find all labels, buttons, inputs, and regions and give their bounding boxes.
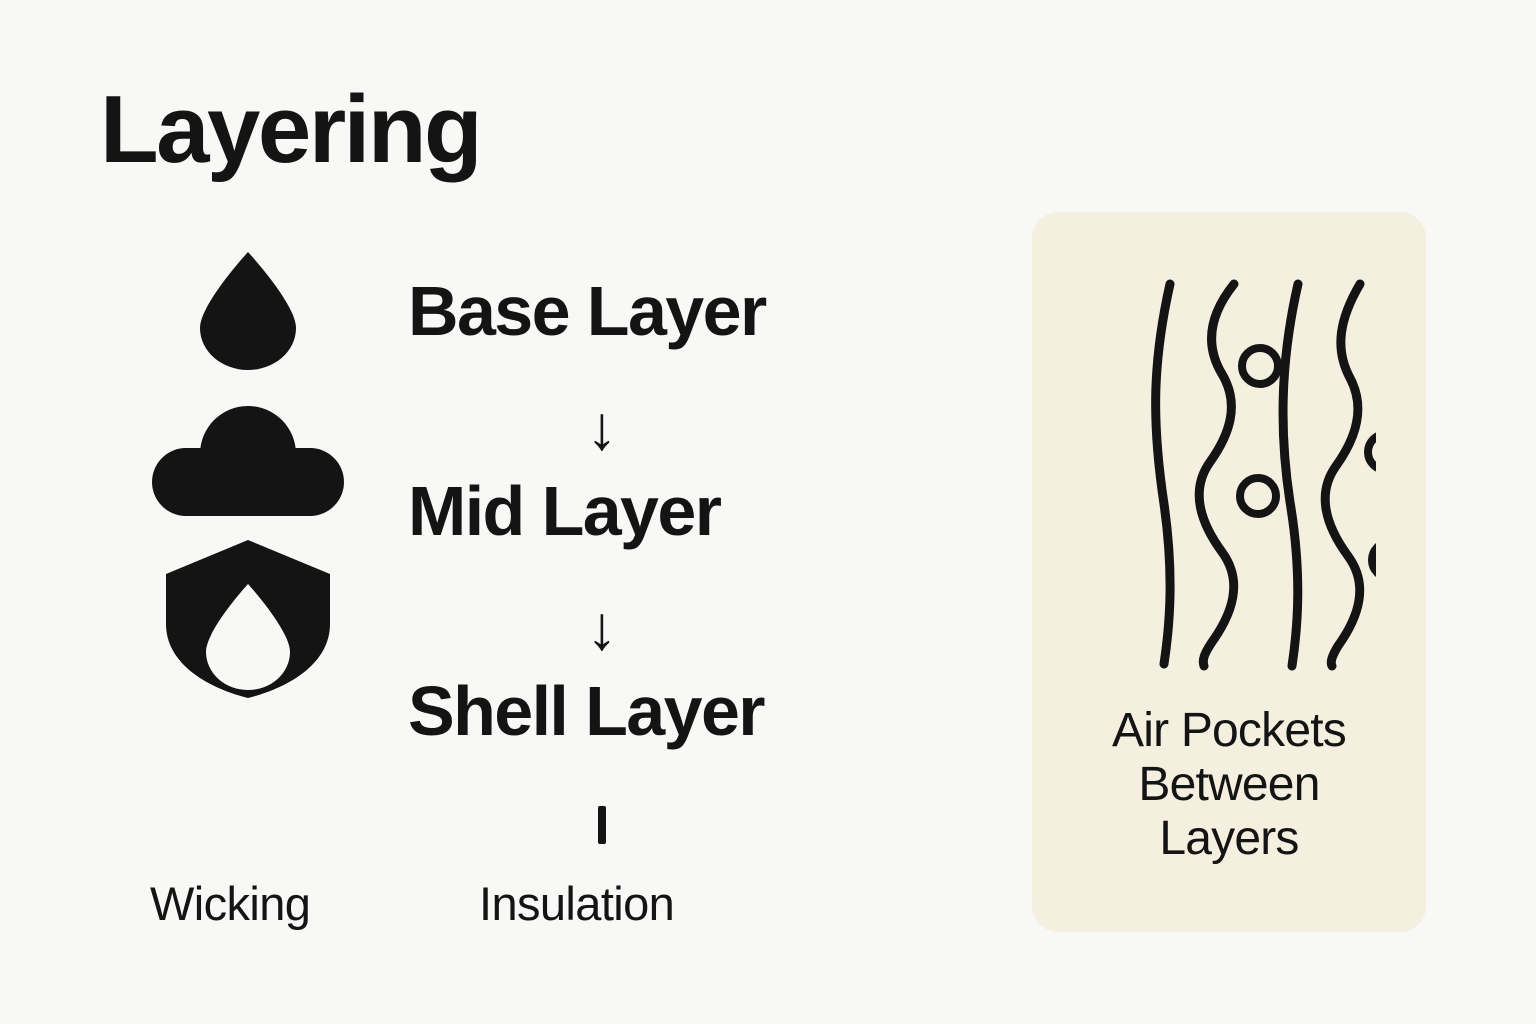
caption-insulation: Insulation <box>479 877 675 930</box>
down-arrow-icon: ↓ <box>586 394 618 463</box>
flow-label-shell-layer: Shell Layer <box>408 672 766 750</box>
card-caption-line-1: Air Pockets <box>1112 704 1347 757</box>
mid-layer-icon-slot <box>140 400 356 524</box>
flow-label-base-layer: Base Layer <box>408 272 767 350</box>
flow-label-mid-layer: Mid Layer <box>408 472 722 550</box>
shell-layer-icon-slot <box>140 538 356 700</box>
fiber-waves-with-air-pockets-icon <box>1082 274 1376 674</box>
page-title: Layering <box>100 76 483 183</box>
caption-wicking: Wicking <box>150 877 311 930</box>
card-caption: Air Pockets Between Layers <box>1032 704 1426 867</box>
short-bar-icon <box>598 806 606 844</box>
base-layer-icon-slot <box>140 248 356 372</box>
shield-droplet-icon <box>162 538 334 700</box>
water-droplet-icon <box>190 250 306 370</box>
card-caption-line-2: Between <box>1138 758 1320 812</box>
down-arrow-icon: ↓ <box>586 594 618 663</box>
card-caption-line-3: Layers <box>1159 812 1299 866</box>
cloud-icon <box>148 404 348 520</box>
air-pockets-card: Air Pockets Between Layers <box>1032 212 1426 932</box>
